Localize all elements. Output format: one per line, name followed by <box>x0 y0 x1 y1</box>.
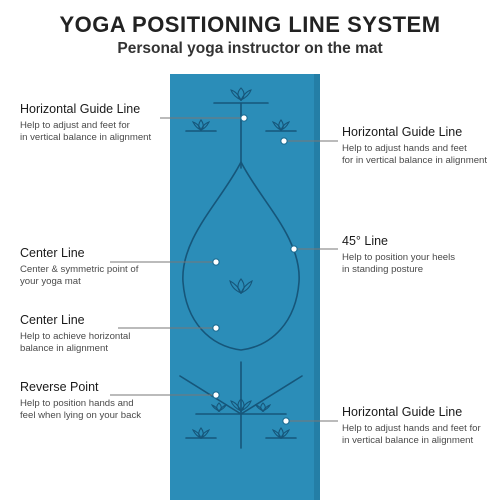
yoga-mat-shadow <box>314 74 320 500</box>
callout-horizontal-guide-line-right-bottom: Horizontal Guide Line Help to adjust han… <box>342 405 498 446</box>
lower-45-line-right <box>240 375 303 415</box>
callout-dot <box>212 391 220 399</box>
callout-title: Center Line <box>20 246 85 260</box>
lotus-icon <box>191 119 211 131</box>
lotus-icon <box>191 427 211 439</box>
callout-horizontal-guide-line-right-top: Horizontal Guide Line Help to adjust han… <box>342 125 498 166</box>
callout-title: Horizontal Guide Line <box>342 125 463 139</box>
callout-dot <box>240 114 248 122</box>
callout-title: Horizontal Guide Line <box>342 405 463 419</box>
callout-title: Center Line <box>20 313 85 327</box>
callout-title: 45° Line <box>342 234 389 248</box>
callout-title: Reverse Point <box>20 380 99 394</box>
callout-title: Horizontal Guide Line <box>20 102 141 116</box>
callout-dot <box>212 324 220 332</box>
callout-dot <box>290 245 298 253</box>
lotus-icon <box>271 427 291 439</box>
callout-dot <box>280 137 288 145</box>
page-subtitle: Personal yoga instructor on the mat <box>117 40 383 57</box>
lotus-icon <box>229 278 253 295</box>
lotus-icon <box>230 87 252 102</box>
lotus-icon <box>230 398 252 413</box>
callout-dot <box>212 258 220 266</box>
callout-horizontal-guide-line-left: Horizontal Guide Line Help to adjust and… <box>20 102 170 143</box>
lotus-icon <box>254 402 272 413</box>
callout-dot <box>282 417 290 425</box>
teardrop-shape <box>182 160 300 351</box>
callout-reverse-point: Reverse Point Help to position hands and… <box>20 380 160 421</box>
lotus-icon <box>271 119 291 131</box>
page-title: YOGA POSITIONING LINE SYSTEM <box>59 12 441 37</box>
lotus-icon <box>210 402 228 413</box>
